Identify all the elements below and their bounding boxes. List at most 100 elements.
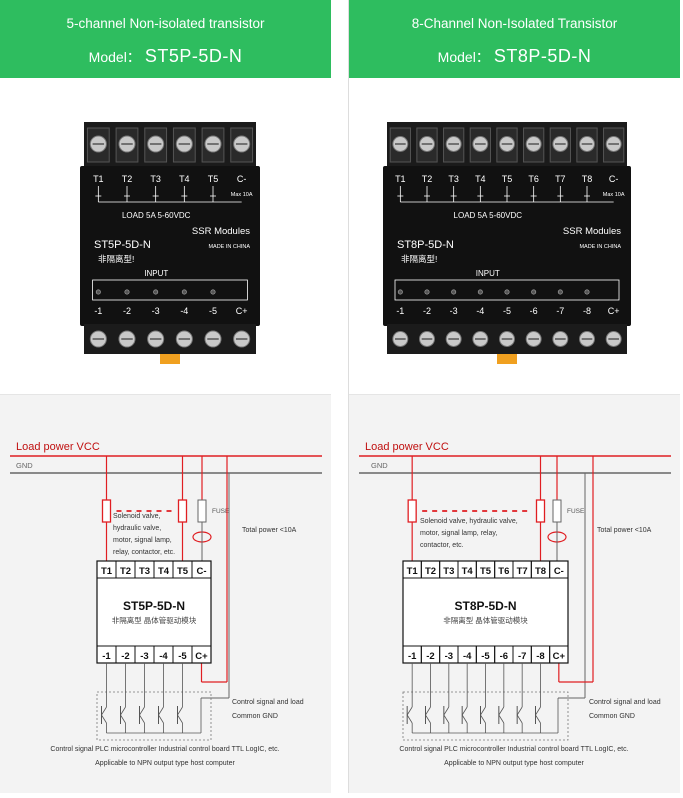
top-terminal-label: T4	[158, 566, 170, 577]
fuse-label: FUSE	[212, 508, 230, 515]
top-terminal-label: T1	[395, 174, 406, 184]
control-gnd-label: Common GND	[232, 713, 278, 720]
top-terminal-label: T6	[498, 566, 509, 577]
bottom-terminal-label: -5	[481, 651, 490, 662]
load-text: LOAD 5A 5-60VDC	[454, 211, 523, 220]
top-terminal-label: T2	[122, 174, 133, 184]
input-terminal-label: -3	[152, 306, 160, 316]
bottom-terminal-label: -3	[445, 651, 453, 662]
bottom-terminal-label: -2	[426, 651, 434, 662]
input-label: INPUT	[144, 269, 168, 278]
transistor-symbol	[120, 706, 126, 724]
bottom-terminal-cell	[191, 645, 212, 664]
input-label: INPUT	[476, 269, 500, 278]
top-terminal-label: T3	[448, 174, 459, 184]
banner-title: 8-Channel Non-Isolated Transistor	[411, 16, 618, 31]
top-terminal-label: T5	[208, 174, 219, 184]
model-text: ST8P-5D-N	[397, 239, 454, 251]
model-value: ST5P-5D-N	[144, 46, 243, 66]
input-terminal-label: -2	[123, 306, 131, 316]
top-terminal-label: T8	[582, 174, 593, 184]
transistor-symbol	[461, 706, 468, 724]
load-description: Solenoid valve, hydraulic valve,	[420, 518, 518, 525]
top-terminal-label: C-	[609, 174, 619, 184]
model-text: ST5P-5D-N	[94, 239, 151, 251]
made-in-text: MADE IN CHINA	[208, 244, 250, 250]
load-resistor	[535, 499, 546, 523]
led-indicator	[584, 289, 590, 295]
brand-text: SSR Modules	[563, 226, 621, 237]
input-terminal-label: -8	[583, 306, 591, 316]
top-terminal-label: T4	[462, 566, 474, 577]
top-terminal-label: T3	[150, 174, 161, 184]
module-body	[383, 166, 631, 326]
top-terminal-label: C-	[554, 566, 564, 577]
control-gnd-label: Common GND	[589, 713, 635, 720]
bottom-terminal-label: -7	[518, 651, 526, 662]
module-subtitle: 非隔离型 晶体管驱动模块	[112, 615, 197, 625]
load-description: motor, signal lamp, relay,	[420, 530, 497, 537]
controller-box	[96, 691, 212, 741]
load-description: relay, contactor, etc.	[113, 549, 175, 556]
load-resistor	[407, 499, 417, 523]
bottom-terminal-label: -8	[536, 651, 544, 662]
model-label: Model：	[437, 49, 490, 65]
top-terminal-label: T5	[480, 566, 492, 577]
top-terminal-label: T4	[475, 174, 486, 184]
footer-text: Control signal PLC microcontroller Indus…	[399, 746, 628, 753]
transistor-symbol	[480, 706, 486, 724]
top-terminal-label: T5	[502, 174, 513, 184]
model-value: ST8P-5D-N	[493, 46, 592, 66]
input-terminal-label: -1	[396, 306, 404, 316]
led-indicator	[397, 289, 403, 295]
top-terminal-label: T4	[179, 174, 190, 184]
top-terminal-label: T3	[443, 566, 454, 577]
top-terminal-label: C-	[196, 566, 206, 577]
header-banner: 8-Channel Non-Isolated Transistor Model：…	[349, 0, 680, 78]
brand-text: SSR Modules	[192, 226, 250, 237]
total-power-label: Total power <10A	[242, 527, 297, 534]
top-terminal-label: T1	[407, 566, 419, 577]
transistor-symbol	[425, 706, 431, 724]
fuse	[197, 499, 207, 523]
vcc-label: Load power VCC	[365, 441, 449, 453]
transistor-symbol	[443, 706, 450, 724]
model-line: Model：ST8P-5D-N	[349, 46, 680, 67]
gnd-label: GND	[16, 461, 33, 470]
transistor-symbol	[177, 706, 183, 724]
din-clip	[497, 354, 517, 364]
top-terminal-block	[84, 122, 256, 168]
footer-text: Control signal PLC microcontroller Indus…	[50, 746, 279, 753]
model-label: Model：	[88, 49, 141, 65]
top-terminal-label: T8	[535, 566, 546, 577]
top-terminal-label: T2	[425, 566, 436, 577]
module-name: ST5P-5D-N	[123, 599, 185, 613]
top-terminal-label: T3	[139, 566, 150, 577]
input-terminal-label: -4	[180, 306, 188, 316]
input-terminal-label: -5	[209, 306, 217, 316]
bottom-terminal-label: -4	[159, 651, 168, 662]
control-gnd-label: Control signal and load	[232, 699, 304, 706]
bottom-terminal-label: -4	[463, 651, 472, 662]
led-indicator	[477, 289, 483, 295]
top-terminal-label: T7	[517, 566, 528, 577]
input-terminal-label: -7	[556, 306, 564, 316]
transistor-symbol	[158, 706, 164, 724]
top-terminal-label: T6	[528, 174, 539, 184]
input-frame	[394, 279, 620, 301]
load-resistor	[177, 499, 188, 523]
transistor-symbol	[101, 706, 107, 724]
top-terminal-cell	[549, 560, 569, 579]
led-indicator	[95, 289, 101, 295]
top-terminal-label: T1	[93, 174, 104, 184]
transistor-symbol	[498, 706, 505, 724]
panel-5ch: 5-channel Non-isolated transistor Model：…	[0, 0, 331, 793]
led-indicator	[181, 289, 187, 295]
input-terminal-label: -4	[476, 306, 484, 316]
led-indicator	[451, 289, 457, 295]
transistor-symbol	[516, 706, 523, 724]
